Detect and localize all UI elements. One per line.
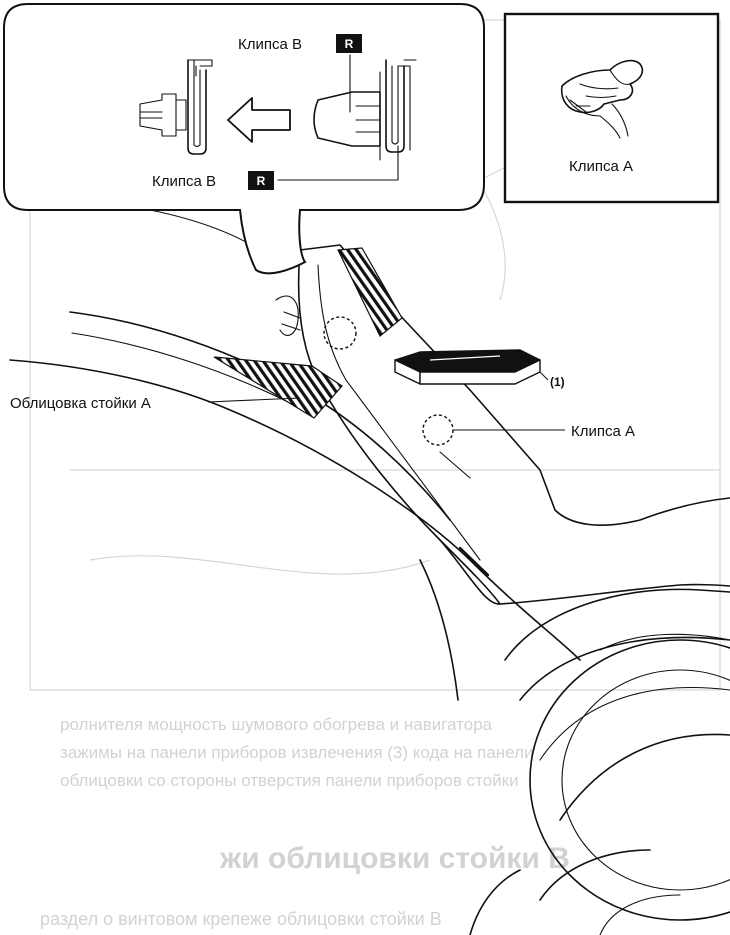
clip-b-location-circle <box>323 316 357 350</box>
clip-a-label: Клипса А <box>571 423 635 440</box>
svg-text:зажимы на панели приборов извл: зажимы на панели приборов извлечения (3)… <box>60 743 534 762</box>
svg-text:облицовки со стороны отверстия: облицовки со стороны отверстия панели пр… <box>60 771 519 790</box>
replace-badge-top-text: R <box>345 37 354 51</box>
hatched-area-upper <box>337 247 403 337</box>
clip-b-detail-callout: Клипса B R Клипса B R <box>3 3 485 275</box>
clip-b-top-label: Клипса B <box>238 36 302 53</box>
replace-badge-bottom <box>248 171 274 190</box>
clip-a-inset-label: Клипса А <box>569 158 633 175</box>
svg-text:ролнителя мощность шумового об: ролнителя мощность шумового обогрева и н… <box>60 715 493 734</box>
clip-b-bottom-label: Клипса B <box>152 173 216 190</box>
clip-b-installed-icon <box>313 59 417 161</box>
pull-out-arrow-icon <box>227 97 291 143</box>
hatched-area-lower <box>213 356 343 419</box>
svg-text:жи облицовки стойки B: жи облицовки стойки B <box>219 842 570 875</box>
bleed-through-background: ролнителя мощность шумового обогрева и н… <box>29 19 721 929</box>
svg-text:раздел о винтовом крепеже обли: раздел о винтовом крепеже облицовки стой… <box>40 909 442 929</box>
clip-a-location-circle <box>422 414 454 446</box>
hand-pulling-clip-icon <box>560 59 644 139</box>
removal-direction-arrow-icon <box>394 349 541 385</box>
clip-b-removed-icon <box>139 59 213 155</box>
callout-1-label: (1) <box>550 375 565 389</box>
pillar-illustration <box>9 209 730 935</box>
replace-badge-top <box>336 34 362 53</box>
clip-a-inset-box: Клипса А <box>503 12 720 204</box>
pillar-trim-label: Облицовка стойки А <box>10 395 151 412</box>
pillar-trim-leader <box>207 397 301 403</box>
replace-badge-bottom-text: R <box>257 174 266 188</box>
callout-1-leader <box>539 371 549 381</box>
